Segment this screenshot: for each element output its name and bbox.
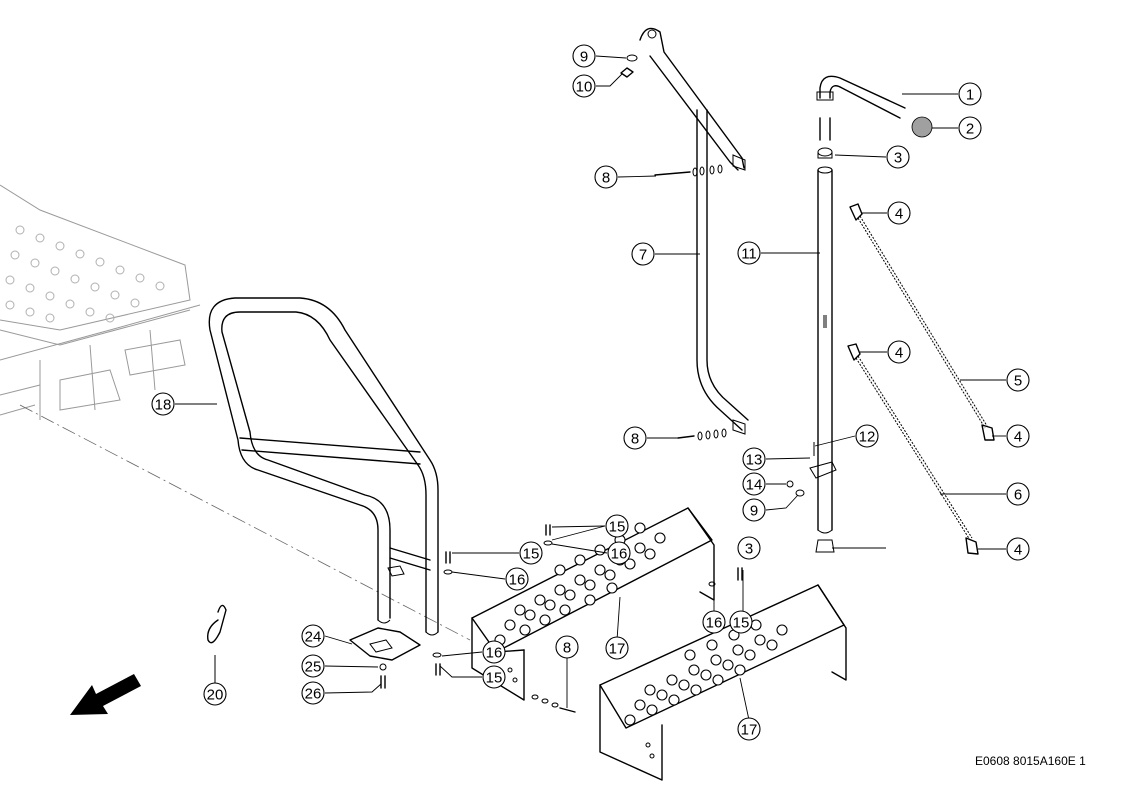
mount-bracket (349, 627, 421, 689)
cable-tie (207, 604, 227, 683)
svg-text:3: 3 (745, 541, 753, 558)
callout-4-c: 4 (887, 340, 911, 364)
svg-text:14: 14 (746, 477, 763, 494)
callout-3-top: 3 (886, 145, 910, 169)
step-front (471, 507, 715, 701)
step-bolts (432, 524, 743, 713)
svg-text:12: 12 (859, 429, 876, 446)
safety-chains (847, 203, 995, 555)
svg-text:17: 17 (741, 722, 758, 739)
drawing-reference: E0608 8015A160E 1 (975, 754, 1086, 768)
callout-16-a: 16 (505, 567, 529, 591)
svg-text:13: 13 (746, 452, 763, 469)
svg-text:16: 16 (706, 615, 723, 632)
callout-9-top: 9 (572, 44, 596, 68)
svg-text:9: 9 (750, 503, 758, 520)
svg-text:24: 24 (305, 629, 322, 646)
ghost-holes (5, 225, 165, 323)
callout-8-top: 8 (594, 165, 618, 189)
callout-9-bottom: 9 (742, 498, 766, 522)
svg-text:18: 18 (155, 397, 172, 414)
callout-26: 26 (301, 681, 325, 705)
svg-text:4: 4 (895, 345, 903, 362)
ghost-platform (0, 184, 201, 420)
callout-10: 10 (572, 74, 596, 98)
svg-text:8: 8 (602, 170, 610, 187)
callout-24: 24 (301, 624, 325, 648)
svg-text:5: 5 (1014, 373, 1022, 390)
callout-8-bottom: 8 (555, 635, 579, 659)
callout-14: 14 (742, 472, 766, 496)
svg-text:6: 6 (1014, 487, 1022, 504)
callout-17-front: 17 (605, 636, 629, 660)
callout-13: 13 (742, 447, 766, 471)
svg-text:16: 16 (611, 546, 628, 563)
svg-text:3: 3 (894, 150, 902, 167)
step-rear-holes (624, 619, 788, 726)
svg-text:25: 25 (305, 659, 322, 676)
svg-text:15: 15 (733, 615, 750, 632)
svg-text:8: 8 (563, 640, 571, 657)
callout-4-b: 4 (1006, 424, 1030, 448)
side-rail (639, 27, 749, 435)
svg-text:4: 4 (1014, 542, 1022, 559)
callout-18: 18 (151, 392, 175, 416)
callout-16-c: 16 (482, 640, 506, 664)
alignment-line (19, 404, 471, 641)
svg-text:20: 20 (207, 687, 224, 704)
callout-16-b: 16 (607, 541, 631, 565)
direction-arrow (70, 674, 141, 715)
svg-text:17: 17 (609, 641, 626, 658)
svg-text:7: 7 (639, 247, 647, 264)
svg-text:15: 15 (609, 519, 626, 536)
callout-4-d: 4 (1006, 537, 1030, 561)
callout-5: 5 (1006, 368, 1030, 392)
callout-15-a: 15 (519, 541, 543, 565)
svg-text:4: 4 (1014, 429, 1022, 446)
callout-16-d: 16 (702, 610, 726, 634)
callout-3-bottom: 3 (737, 536, 761, 560)
svg-text:2: 2 (966, 121, 974, 138)
callout-15-d: 15 (729, 610, 753, 634)
svg-text:16: 16 (509, 572, 526, 589)
svg-text:9: 9 (580, 49, 588, 66)
svg-text:10: 10 (576, 79, 593, 96)
callout-2: 2 (958, 116, 982, 140)
svg-text:8: 8 (631, 431, 639, 448)
callout-1: 1 (958, 82, 982, 106)
step-rear (599, 584, 847, 781)
svg-text:1: 1 (966, 87, 974, 104)
callout-8-mid: 8 (623, 426, 647, 450)
vertical-pole (786, 75, 906, 553)
callout-20: 20 (203, 682, 227, 706)
callout-6: 6 (1006, 482, 1030, 506)
callout-17-rear: 17 (737, 717, 761, 741)
svg-text:16: 16 (486, 645, 503, 662)
callout-7: 7 (631, 242, 655, 266)
svg-text:11: 11 (741, 246, 757, 263)
svg-text:26: 26 (305, 686, 322, 703)
callout-12: 12 (855, 424, 879, 448)
callout-15-c: 15 (482, 665, 506, 689)
end-cap-ball (911, 116, 933, 138)
step-front-holes (494, 522, 666, 646)
callout-11: 11 (737, 241, 761, 265)
svg-text:15: 15 (523, 546, 540, 563)
leader-lines (175, 55, 1006, 721)
svg-text:4: 4 (895, 206, 903, 223)
callout-25: 25 (301, 654, 325, 678)
callout-4-a: 4 (887, 201, 911, 225)
svg-text:15: 15 (486, 670, 503, 687)
grab-handle (208, 297, 439, 636)
callout-15-b: 15 (605, 514, 629, 538)
rail-hardware (620, 54, 727, 441)
